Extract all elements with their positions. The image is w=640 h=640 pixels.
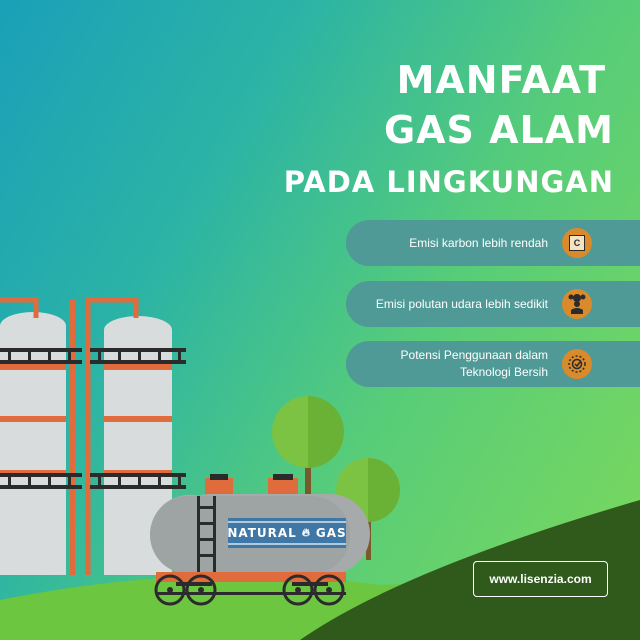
storage-tower-right	[85, 297, 186, 575]
benefit-card-carbon: Emisi karbon lebih rendah C	[346, 220, 640, 266]
tree-left	[272, 396, 344, 535]
wagon-wheels	[154, 574, 346, 606]
tank-label-gas: GAS	[315, 526, 347, 540]
tank-label-natural: NATURAL	[227, 526, 297, 540]
pollution-person-icon	[562, 289, 592, 319]
storage-tower-left	[0, 297, 82, 575]
benefit-text: Emisi polutan udara lebih sedikit	[375, 296, 548, 311]
benefit-card-pollutant: Emisi polutan udara lebih sedikit	[346, 281, 640, 327]
title-line-3: PADA LINGKUNGAN	[283, 165, 614, 199]
carbon-symbol: C	[569, 235, 585, 251]
tank-label: NATURAL 🔥︎ GAS	[227, 518, 347, 548]
clean-tech-gear-icon	[562, 349, 592, 379]
benefit-card-clean-tech: Potensi Penggunaan dalam Teknologi Bersi…	[346, 341, 640, 387]
carbon-element-icon: C	[562, 228, 592, 258]
website-link[interactable]: www.lisenzia.com	[473, 561, 608, 597]
title-line-2: GAS ALAM	[383, 108, 614, 152]
flame-icon: 🔥︎	[301, 526, 311, 539]
dark-green-ground	[300, 500, 640, 640]
benefit-text: Potensi Penggunaan dalam Teknologi Bersi…	[400, 348, 548, 379]
title-line-1: MANFAAT	[396, 58, 606, 102]
gas-tank-wagon	[150, 474, 370, 586]
benefit-text: Emisi karbon lebih rendah	[409, 235, 548, 250]
